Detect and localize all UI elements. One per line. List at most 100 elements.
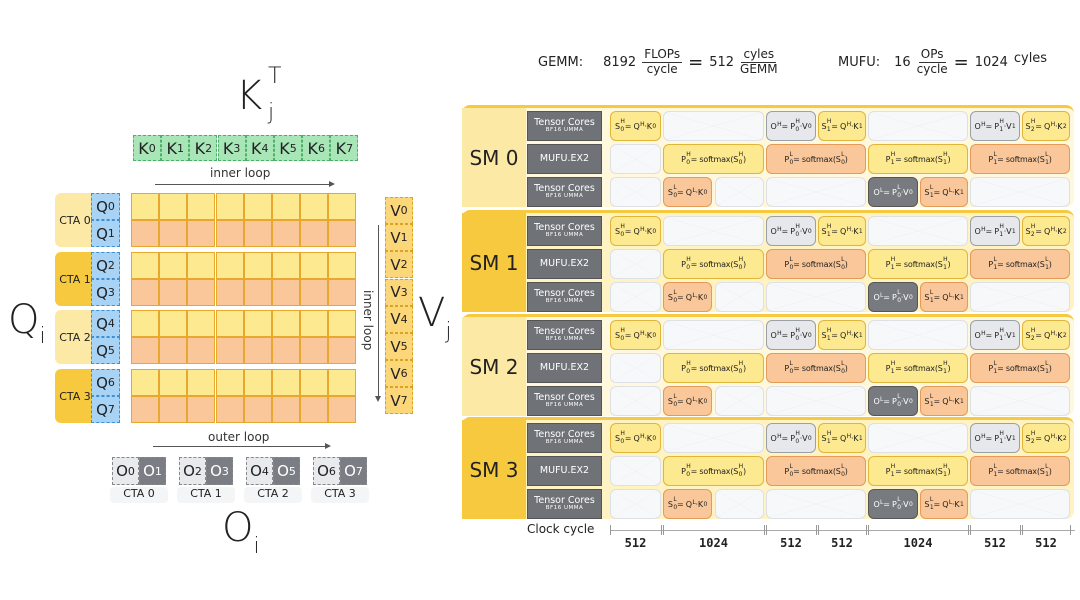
block-index: 7 [107,403,115,416]
score-tile [215,220,244,247]
formula-base: P [681,259,686,269]
unit-name: Tensor Cores [534,183,595,195]
idle-slot [663,320,764,350]
formula-sup: H [999,118,1004,125]
formula-token: ) [947,467,950,476]
block-letter: K [194,138,206,158]
formula-base: = Q [676,499,692,509]
formula-sub: 0 [897,192,901,199]
formula-sub: 0 [620,231,625,238]
formula-base: P [681,466,686,476]
formula-sup: L [929,289,933,296]
formula-sub: 0 [652,332,656,339]
formula-sub: 2 [1030,231,1035,238]
score-tile [187,193,216,220]
formula-base: ·K [695,499,704,509]
formula-base: = Q [831,330,847,340]
score-tile [159,279,188,306]
formula-scripts: 1 [859,123,863,130]
formula-scripts: 1 [1012,123,1016,130]
mufu-unit: cyles [1013,50,1048,66]
block-letter: V [390,255,401,274]
formula-scripts: 0 [652,332,656,339]
unit-name: MUFU.EX2 [539,258,590,270]
score-tile [131,310,159,337]
formula-base: ·V [799,226,808,236]
formula-base: = Q [1035,121,1051,131]
formula-sup: L [880,187,884,194]
formula-sup: L [948,292,953,299]
formula-base: = Q [933,396,949,406]
inner-loop-vertical-label: inner loop [361,290,375,351]
formula-sub: 2 [1030,438,1035,445]
formula-base: ) [1048,154,1052,164]
formula-sub: 1 [943,159,947,166]
formula-sup: H [640,330,645,337]
formula-sub: 0 [807,228,812,235]
clock-tick [766,525,767,535]
k-sup: T [268,64,282,89]
formula-sup: L [673,393,677,400]
formula-base: P [988,154,993,164]
execution-unit: MUFU.EX2 [527,249,602,279]
formula-base: S [924,499,930,509]
formula-sup: L [993,151,997,158]
formula-sup: H [738,360,744,367]
block-letter: O [183,462,195,480]
formula-scripts: 1 [1012,228,1016,235]
formula-sub: 1 [890,368,895,375]
formula-sup: L [993,360,997,367]
formula-base: ·K [952,499,960,509]
formula-sub: 1 [826,438,831,445]
formula-base: = softmax(S [690,363,739,373]
formula-sub: 1 [890,471,895,478]
score-tile [187,279,216,306]
formula-sup: L [692,292,696,299]
formula-base: = softmax(S [895,154,943,164]
formula-scripts: 0 [652,123,656,130]
k-sub: j [268,100,275,125]
formula-scripts: 1 [859,332,863,339]
formula-base: = Q [624,226,640,236]
frac-bot: cycle [916,61,948,76]
formula-sub: 0 [908,189,913,196]
idle-slot [970,177,1070,207]
block-letter: K [138,138,149,158]
formula-base: S [615,330,620,340]
formula-sup: H [999,223,1004,230]
formula-sub: 0 [908,294,913,301]
formula-sup: L [692,187,696,194]
formula-sup: H [686,256,691,263]
formula-sup: H [999,430,1004,437]
formula-base: ) [742,154,746,164]
formula-base: = softmax(S [793,154,841,164]
